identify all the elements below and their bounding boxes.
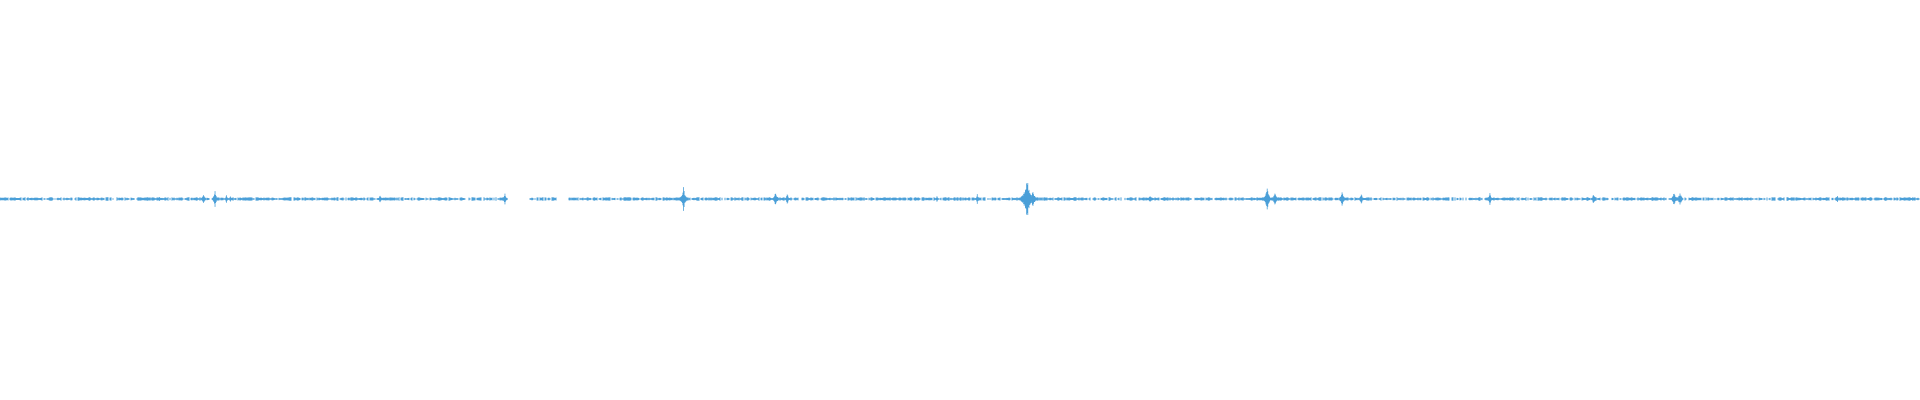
waveform-peak [1358,194,1365,204]
waveform-peak [772,193,780,205]
waveform-peak [0,197,3,201]
waveform-peak [1670,193,1678,205]
waveform-peak [1028,192,1037,206]
waveform-baseline [0,197,1920,201]
waveform-peak [784,194,790,204]
waveform-peak [377,195,383,203]
waveform-peak [224,195,229,203]
waveform-peak [200,195,207,203]
waveform-peak [1262,188,1272,210]
waveform-peak [1338,192,1346,206]
waveform-peak [1147,196,1153,202]
waveform-peak [211,191,219,207]
waveform-peak [1676,193,1684,205]
waveform-peak [1910,197,1915,201]
waveform-peak [678,187,689,211]
waveform-peak [502,193,508,205]
waveform-peak [1271,193,1279,205]
waveform-peak [228,196,233,202]
waveform-peak [157,196,162,202]
waveform-baseline-path [0,197,1920,201]
waveform-peak [1590,195,1597,203]
waveform-peak [1487,193,1493,205]
waveform-peak [975,194,980,204]
waveform-peak [934,196,940,202]
waveform-peak [1835,195,1840,203]
